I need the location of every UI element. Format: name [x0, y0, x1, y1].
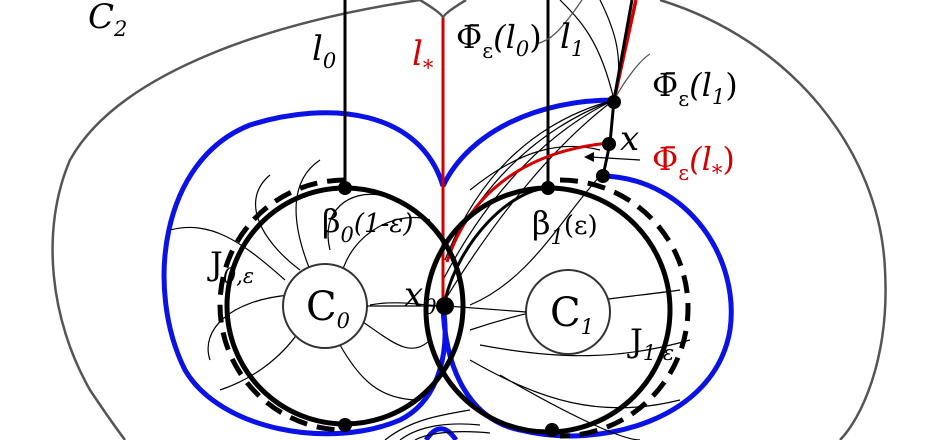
point-x0	[436, 297, 454, 315]
label-j0: J0,ε	[207, 245, 254, 288]
label-c0: C0	[306, 284, 350, 333]
point-phi-l1	[607, 95, 621, 109]
point-l1-on-beta1	[541, 181, 555, 195]
thin-curves-left	[169, 159, 444, 401]
brace-phi-l1	[613, 53, 651, 101]
label-phi-l0: Φ̄ε(l0)	[456, 18, 542, 63]
label-l0: l0	[312, 29, 336, 73]
label-phi-l1: Φ̄ε(l1)	[652, 66, 738, 111]
label-c2: C2	[88, 0, 127, 41]
brace-phi-l0	[535, 0, 583, 45]
point-phi-lstar	[596, 169, 610, 183]
label-x0: x0	[404, 275, 437, 319]
blue-loop-left	[161, 110, 448, 437]
blue-loop-right	[440, 97, 734, 439]
red-curve-to-x	[445, 141, 611, 263]
label-l1: l1	[560, 17, 584, 61]
points	[338, 95, 621, 437]
label-phi-lstar: Φ̄ε(l*)	[652, 140, 735, 185]
arrow-head	[584, 152, 594, 162]
spokes	[367, 305, 527, 313]
point-l0-on-beta0	[338, 181, 352, 195]
label-beta1: β1(ε)	[532, 204, 598, 249]
point-bottom-left	[338, 418, 352, 432]
thin-lines-bottom	[384, 409, 491, 440]
point-x	[602, 137, 616, 151]
point-bottom-right	[545, 423, 559, 437]
curve-j0-dashed	[217, 177, 346, 433]
black-segment-phi-l1	[601, 0, 634, 177]
arrow-to-curve	[589, 156, 641, 161]
label-lstar: l*	[412, 34, 434, 80]
label-j1: J1,ε	[627, 322, 674, 365]
blue-lobe-bottom	[423, 426, 459, 440]
curve-j1-dashed	[559, 177, 691, 439]
label-x: x	[620, 119, 639, 159]
label-c1: C1	[550, 290, 594, 339]
label-beta0: β0(1-ε)	[322, 202, 413, 247]
